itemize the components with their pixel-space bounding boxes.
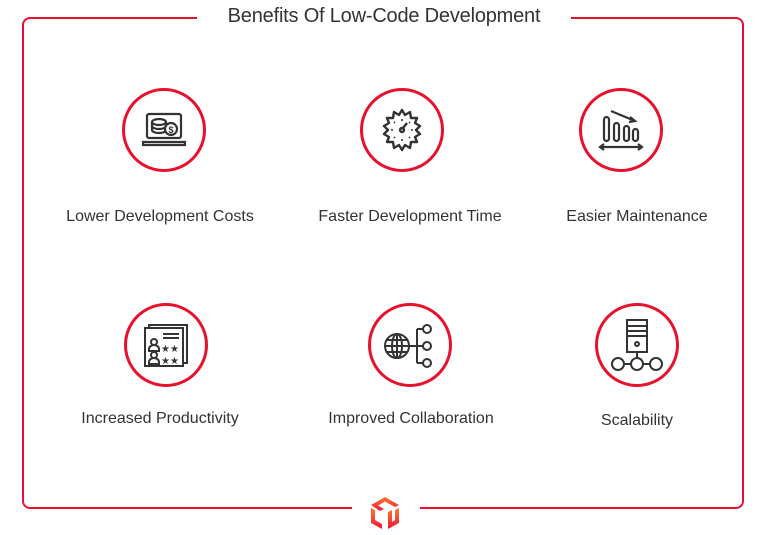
profile-cards-stars-icon: ★★ ★★	[144, 324, 188, 367]
benefit-label-increased-productivity: Increased Productivity	[81, 410, 239, 427]
gear-speedometer-icon	[382, 108, 422, 152]
svg-text:$: $	[168, 125, 173, 135]
descending-bars-icon	[598, 109, 644, 151]
benefit-label-improved-collaboration: Improved Collaboration	[328, 410, 494, 427]
icon-circle-scalability	[595, 303, 679, 387]
benefit-label-faster-time: Faster Development Time	[318, 208, 502, 225]
icon-circle-faster-time	[360, 88, 444, 172]
svg-text:★★: ★★	[161, 356, 179, 367]
icon-circle-lower-costs: $	[122, 88, 206, 172]
page-title: Benefits Of Low-Code Development	[197, 2, 571, 30]
benefit-label-easier-maintenance: Easier Maintenance	[566, 208, 708, 225]
icon-circle-increased-productivity: ★★ ★★	[124, 303, 208, 387]
laptop-coins-icon: $	[141, 112, 187, 147]
icon-circle-easier-maintenance	[579, 88, 663, 172]
benefit-label-lower-costs: Lower Development Costs	[66, 208, 254, 225]
icon-circle-improved-collaboration	[368, 303, 452, 387]
cube-logo-icon	[371, 497, 399, 529]
svg-text:★★: ★★	[161, 344, 179, 355]
benefit-label-scalability: Scalability	[600, 412, 674, 429]
globe-network-icon	[384, 324, 432, 368]
server-nodes-icon	[611, 319, 663, 371]
